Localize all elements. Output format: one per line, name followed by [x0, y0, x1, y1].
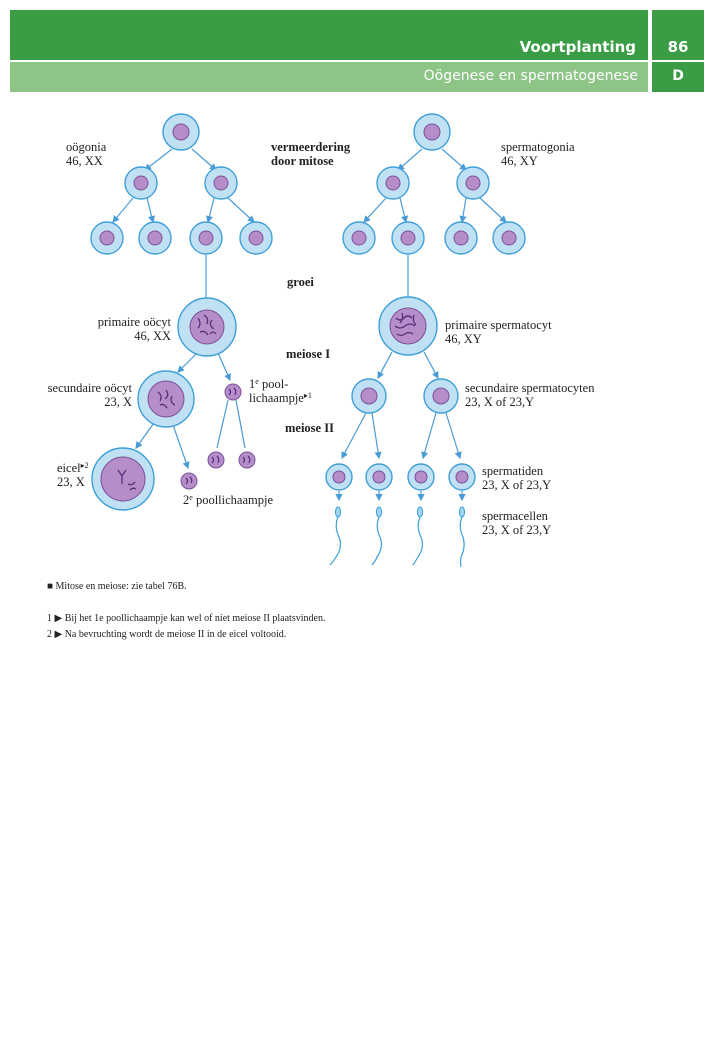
sperm-cells-karyotype: 23, X of 23,Y [482, 523, 551, 537]
spermatogonium-cell [444, 221, 478, 255]
spermatogonium-cell [456, 166, 490, 200]
mitosis-label-line1: vermeerdering [271, 140, 351, 154]
first-polar-body-label-line1: 1e pool- [249, 377, 288, 391]
oogonium-top-cell [162, 113, 200, 151]
secondary-spermatocytes-karyotype: 23, X of 23,Y [465, 395, 534, 409]
spermatids-karyotype: 23, X of 23,Y [482, 478, 551, 492]
page-number-box: 86 [652, 10, 704, 60]
sperm-cell [371, 506, 383, 566]
spermatogenesis-lines [335, 148, 507, 502]
page-number: 86 [667, 38, 689, 56]
first-polar-body-label-line2: lichaampje▸1 [249, 391, 312, 405]
spermatogonium-cell [376, 166, 410, 200]
spermatid-cell [407, 463, 435, 491]
meiosis2-label: meiose II [285, 421, 334, 435]
mitosis-label-line2: door mitose [271, 154, 334, 168]
section-letter-box: D [652, 62, 704, 92]
reference-note: ■ Mitose en meiose: zie tabel 76B. [47, 581, 187, 592]
subheader-bar: Oögenese en spermatogenese [10, 62, 648, 92]
secondary-oocyte-name: secundaire oöcyt [48, 381, 133, 395]
secondary-spermatocyte-cell [351, 378, 387, 414]
footnote-2: 2 ▶ Na bevruchting wordt de meiose II in… [47, 629, 287, 640]
oogonia-name: oögonia [66, 140, 107, 154]
secondary-spermatocyte-cell [423, 378, 459, 414]
polar-body-daughter-cell [207, 451, 225, 469]
sperm-cell [412, 506, 424, 566]
first-polar-body-cell [224, 383, 242, 401]
spermatogonium-top-cell [413, 113, 451, 151]
egg-cell [91, 447, 155, 511]
primary-spermatocyte-cell [378, 296, 438, 356]
spermatid-cell [365, 463, 393, 491]
egg-name: eicel▸2 [57, 461, 89, 475]
spermatids-name: spermatiden [482, 464, 544, 478]
polar-body-daughter-cell [238, 451, 256, 469]
spermatogonium-cell [492, 221, 526, 255]
egg-karyotype: 23, X [57, 475, 85, 489]
chapter-title: Voortplanting [519, 38, 636, 56]
primary-oocyte-name: primaire oöcyt [98, 315, 172, 329]
second-polar-body-cell [180, 472, 198, 490]
oogonium-cell [204, 166, 238, 200]
oogenesis-lines [112, 148, 255, 470]
oogonium-cell [138, 221, 172, 255]
spermatogonia-name: spermatogonia [501, 140, 575, 154]
second-polar-body-label: 2e poollichaampje [183, 493, 273, 507]
secondary-oocyte-cell [137, 370, 195, 428]
sperm-cell [329, 506, 342, 566]
secondary-spermatocytes-name: secundaire spermatocyten [465, 381, 595, 395]
spermatogonium-cell [391, 221, 425, 255]
header-bar: Voortplanting [10, 10, 648, 60]
sperm-cell [458, 506, 466, 568]
primary-spermatocyte-name: primaire spermatocyt [445, 318, 552, 332]
primary-spermatocyte-karyotype: 46, XY [445, 332, 482, 346]
spermatogonia-karyotype: 46, XY [501, 154, 538, 168]
spermatogonium-cell [342, 221, 376, 255]
oogonia-karyotype: 46, XX [66, 154, 103, 168]
spermatid-cell [448, 463, 476, 491]
oogonium-cell [124, 166, 158, 200]
sperm-cells-name: spermacellen [482, 509, 549, 523]
spermatid-cell [325, 463, 353, 491]
primary-oocyte-cell [177, 297, 237, 357]
section-letter: D [672, 68, 684, 84]
primary-oocyte-karyotype: 46, XX [134, 329, 171, 343]
secondary-oocyte-karyotype: 23, X [104, 395, 132, 409]
growth-label: groei [287, 275, 314, 289]
oogonium-cell [90, 221, 124, 255]
oogonium-cell [189, 221, 223, 255]
meiosis1-label: meiose I [286, 347, 330, 361]
oogonium-cell [239, 221, 273, 255]
section-subtitle: Oögenese en spermatogenese [423, 68, 638, 84]
footnote-1: 1 ▶ Bij het 1e poollichaampje kan wel of… [47, 613, 326, 624]
